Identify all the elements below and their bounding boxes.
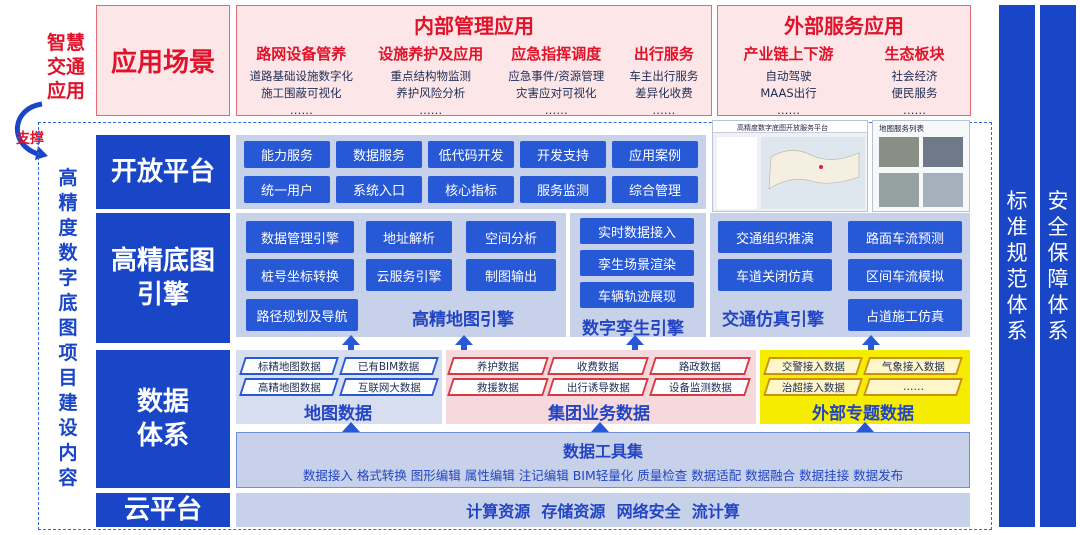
map-data-item: 标精地图数据 xyxy=(239,357,339,375)
platform-screenshot-title: 高精度数字底图开放服务平台 xyxy=(737,124,828,132)
internal-group: 设施养护及应用 重点结构物监测 养护风险分析 …… xyxy=(378,45,484,117)
open-platform-item[interactable]: 系统入口 xyxy=(336,176,422,203)
cloud-platform-label: 云平台 xyxy=(96,493,230,527)
map-data-item: 高精地图数据 xyxy=(239,378,339,396)
internal-apps-box: 内部管理应用 路网设备管养 道路基础设施数字化 施工围蔽可视化 …… 设施养护及… xyxy=(236,5,712,119)
group-data-item: 收费数据 xyxy=(547,357,649,375)
external-data-item: 治超接入数据 xyxy=(763,378,863,396)
twin-engine-title: 数字孪生引擎 xyxy=(582,319,684,339)
twin-engine-item[interactable]: 实时数据接入 xyxy=(580,218,694,244)
map-engine-item[interactable]: 桩号坐标转换 xyxy=(246,259,354,291)
map-data-title: 地图数据 xyxy=(304,404,372,424)
group-data-item: 路政数据 xyxy=(649,357,751,375)
group-data-item: 出行诱导数据 xyxy=(547,378,649,396)
internal-group: 出行服务 车主出行服务 差异化收费 …… xyxy=(629,45,699,117)
internal-group: 路网设备管养 道路基础设施数字化 施工围蔽可视化 …… xyxy=(249,45,354,117)
twin-engine-item[interactable]: 车辆轨迹展现 xyxy=(580,282,694,308)
group-data-item: 救援数据 xyxy=(447,378,549,396)
open-platform-item[interactable]: 统一用户 xyxy=(244,176,330,203)
arrow-up-icon xyxy=(455,335,473,353)
external-apps-title: 外部服务应用 xyxy=(784,14,904,38)
arrow-up-icon xyxy=(862,335,880,353)
map-engine-item[interactable]: 地址解析 xyxy=(366,221,452,253)
data-system-label: 数据体系 xyxy=(96,350,230,488)
standards-system-bar: 标准规范体系 xyxy=(999,5,1035,527)
sim-engine-item[interactable]: 车道关闭仿真 xyxy=(718,259,832,291)
group-data-panel: 养护数据 收费数据 路政数据 救援数据 出行诱导数据 设备监测数据 集团业务数据 xyxy=(446,350,756,424)
project-scope-boundary xyxy=(38,122,992,530)
sim-engine-panel: 交通组织推演 路面车流预测 车道关闭仿真 区间车流模拟 占道施工仿真 交通仿真引… xyxy=(710,213,970,337)
external-data-item: …… xyxy=(863,378,963,396)
map-engine-item[interactable]: 制图输出 xyxy=(466,259,556,291)
map-engine-title: 高精地图引擎 xyxy=(412,310,514,330)
internal-group: 应急指挥调度 应急事件/资源管理 灾害应对可视化 …… xyxy=(508,45,605,117)
data-tools-panel: 数据工具集 数据接入 格式转换 图形编辑 属性编辑 注记编辑 BIM轻量化 质量… xyxy=(236,432,970,488)
internal-apps-title: 内部管理应用 xyxy=(414,14,534,38)
map-data-item: 互联网大数据 xyxy=(339,378,439,396)
service-list-screenshot: 地图服务列表 xyxy=(872,120,970,212)
open-platform-item[interactable]: 低代码开发 xyxy=(428,141,514,168)
map-engine-item[interactable]: 云服务引擎 xyxy=(366,259,452,291)
map-data-panel: 标精地图数据 已有BIM数据 高精地图数据 互联网大数据 地图数据 xyxy=(236,350,442,424)
external-data-item: 气象接入数据 xyxy=(863,357,963,375)
external-group: 产业链上下游 自动驾驶 MAAS出行 …… xyxy=(743,45,834,117)
sim-engine-item[interactable]: 路面车流预测 xyxy=(848,221,962,253)
arrow-up-icon xyxy=(342,335,360,353)
open-platform-item[interactable]: 开发支持 xyxy=(520,141,606,168)
external-group: 生态板块 社会经济 便民服务 …… xyxy=(884,45,945,117)
external-app-groups: 产业链上下游 自动驾驶 MAAS出行 …… 生态板块 社会经济 便民服务 …… xyxy=(718,43,970,119)
map-data-item: 已有BIM数据 xyxy=(339,357,439,375)
external-data-item: 交警接入数据 xyxy=(763,357,863,375)
open-platform-item[interactable]: 服务监测 xyxy=(520,176,606,203)
support-label: 支撑 xyxy=(16,131,44,147)
arrow-up-icon xyxy=(626,335,644,353)
group-data-title: 集团业务数据 xyxy=(548,404,650,424)
twin-engine-panel: 实时数据接入 孪生场景渲染 车辆轨迹展现 数字孪生引擎 xyxy=(570,213,706,339)
sim-engine-item[interactable]: 占道施工仿真 xyxy=(848,299,962,331)
map-engine-item[interactable]: 空间分析 xyxy=(466,221,556,253)
project-content-vertical-label: 高精度数字底图项目建设内容 xyxy=(58,166,78,489)
twin-engine-item[interactable]: 孪生场景渲染 xyxy=(580,250,694,276)
open-platform-item[interactable]: 综合管理 xyxy=(612,176,698,203)
smart-traffic-app-label: 智慧交通应用 xyxy=(46,32,85,102)
platform-screenshot: 高精度数字底图开放服务平台 xyxy=(712,120,868,212)
map-engine-panel: 数据管理引擎 地址解析 空间分析 桩号坐标转换 云服务引擎 制图输出 路径规划及… xyxy=(236,213,566,337)
external-apps-box: 外部服务应用 产业链上下游 自动驾驶 MAAS出行 …… 生态板块 社会经济 便… xyxy=(717,5,971,119)
data-tools-title: 数据工具集 xyxy=(562,442,643,461)
data-tools-items: 数据接入 格式转换 图形编辑 属性编辑 注记编辑 BIM轻量化 质量检查 数据适… xyxy=(302,468,904,483)
open-platform-panel: 能力服务 数据服务 低代码开发 开发支持 应用案例 统一用户 系统入口 核心指标… xyxy=(236,135,706,209)
cloud-platform-panel: 计算资源 存储资源 网络安全 流计算 xyxy=(236,493,970,527)
sim-engine-item[interactable]: 区间车流模拟 xyxy=(848,259,962,291)
open-platform-label: 开放平台 xyxy=(96,135,230,209)
map-thumbnail-icon xyxy=(768,150,860,190)
open-platform-item[interactable]: 应用案例 xyxy=(612,141,698,168)
external-data-title: 外部专题数据 xyxy=(812,404,914,424)
map-engine-item[interactable]: 数据管理引擎 xyxy=(246,221,354,253)
open-platform-item[interactable]: 数据服务 xyxy=(336,141,422,168)
group-data-item: 设备监测数据 xyxy=(649,378,751,396)
scenario-label-box: 应用场景 xyxy=(96,5,230,116)
external-data-panel: 交警接入数据 气象接入数据 治超接入数据 …… 外部专题数据 xyxy=(760,350,970,424)
open-platform-item[interactable]: 核心指标 xyxy=(428,176,514,203)
open-platform-item[interactable]: 能力服务 xyxy=(244,141,330,168)
sim-engine-title: 交通仿真引擎 xyxy=(722,310,824,330)
service-list-title: 地图服务列表 xyxy=(879,124,924,133)
internal-app-groups: 路网设备管养 道路基础设施数字化 施工围蔽可视化 …… 设施养护及应用 重点结构… xyxy=(237,43,711,119)
sim-engine-item[interactable]: 交通组织推演 xyxy=(718,221,832,253)
group-data-item: 养护数据 xyxy=(447,357,549,375)
security-system-bar: 安全保障体系 xyxy=(1040,5,1076,527)
engine-label: 高精底图引擎 xyxy=(96,213,230,343)
map-engine-item[interactable]: 路径规划及导航 xyxy=(246,299,358,331)
